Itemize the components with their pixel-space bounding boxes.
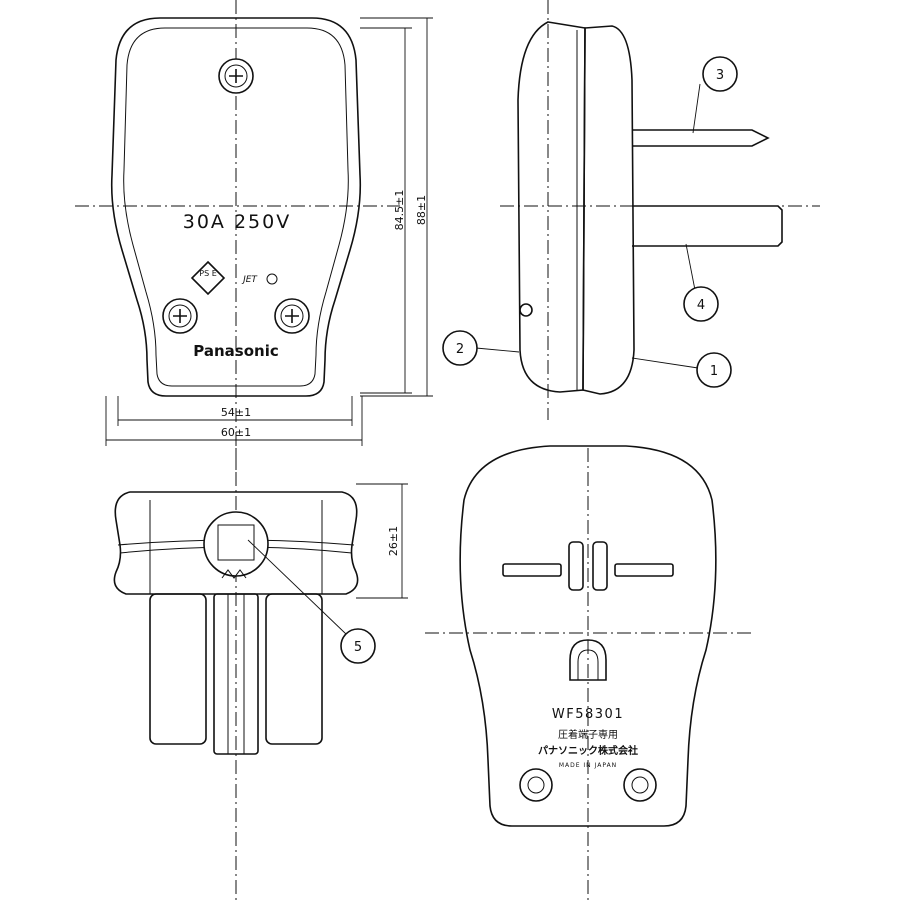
model-number-label: WF58301 — [552, 707, 624, 722]
callout-3-bubble — [702, 56, 738, 92]
callout-1-label: 1 — [710, 364, 718, 379]
front-body-outline — [110, 17, 362, 397]
brand-logo: Panasonic — [193, 342, 278, 360]
back-screw-right-icon — [623, 768, 657, 802]
top-view: 26±1 5 — [113, 448, 408, 900]
callout-2-bubble — [442, 330, 478, 366]
dim-width-inner-label: 54±1 — [221, 406, 251, 419]
ground-slot-inner — [577, 649, 599, 680]
back-screw-left-inner-icon — [527, 776, 545, 794]
top-screw-cross-icon — [229, 69, 243, 83]
callout-4-leader — [685, 243, 696, 291]
callout-4-label: 4 — [697, 298, 705, 313]
back-screw-right-inner-icon — [631, 776, 649, 794]
top-view-pin-right — [265, 593, 323, 745]
right-screw-cross-icon — [285, 309, 299, 323]
jet-mark-icon — [266, 273, 278, 285]
pse-mark-icon — [190, 260, 226, 296]
ground-slot — [569, 639, 607, 681]
pse-mark-label: PS E — [199, 269, 217, 278]
dim-height-inner-label: 84.5±1 — [393, 190, 406, 231]
cord-clamp — [217, 524, 255, 561]
slot-center-right — [592, 541, 608, 591]
callout-5-bubble — [340, 628, 376, 664]
callout-5-leader — [247, 539, 347, 635]
left-screw-inner-icon — [168, 304, 192, 328]
cord-opening — [203, 511, 269, 577]
top-view-pin-left — [149, 593, 207, 745]
right-screw-inner-icon — [280, 304, 304, 328]
side-screw-icon — [519, 303, 533, 317]
top-screw-inner-icon — [224, 64, 248, 88]
callout-1-leader — [631, 357, 699, 369]
back-body-outline — [459, 445, 717, 827]
back-text-line1: 圧着端子専用 — [558, 728, 618, 741]
dim-height-outer-label: 88±1 — [415, 195, 428, 225]
top-view-pin-center — [213, 593, 259, 755]
side-cap-body — [517, 21, 586, 393]
callout-2-label: 2 — [456, 342, 464, 357]
rating-label: 30A 250V — [183, 211, 291, 233]
back-text-line2: パナソニック株式会社 — [538, 744, 638, 757]
callout-3-leader — [692, 83, 701, 134]
lower-pin — [632, 205, 783, 247]
top-view-body — [113, 491, 359, 595]
slot-center-left — [568, 541, 584, 591]
side-base-body — [582, 25, 635, 395]
back-view: WF58301 圧着端子専用 パナソニック株式会社 MADE IN JAPAN — [425, 445, 755, 900]
slot-left — [502, 563, 562, 577]
back-screw-left-icon — [519, 768, 553, 802]
dim-width-outer-label: 60±1 — [221, 426, 251, 439]
left-screw-cross-icon — [173, 309, 187, 323]
front-view: 30A 250V PS E JET Panasonic 84.5±1 88±1 … — [75, 0, 433, 470]
dim-depth-label: 26±1 — [387, 526, 400, 556]
side-view: 3 4 2 1 — [442, 0, 820, 420]
callout-1-bubble — [696, 352, 732, 388]
cord-teeth — [221, 569, 247, 579]
front-body-inner-outline — [123, 27, 349, 387]
upper-pin — [632, 129, 770, 147]
callout-3-label: 3 — [716, 68, 724, 83]
callout-5-label: 5 — [354, 640, 362, 655]
jet-mark-label: JET — [241, 275, 258, 285]
back-text-line3: MADE IN JAPAN — [559, 762, 617, 769]
callout-2-leader — [475, 347, 520, 353]
slot-right — [614, 563, 674, 577]
callout-4-bubble — [683, 286, 719, 322]
